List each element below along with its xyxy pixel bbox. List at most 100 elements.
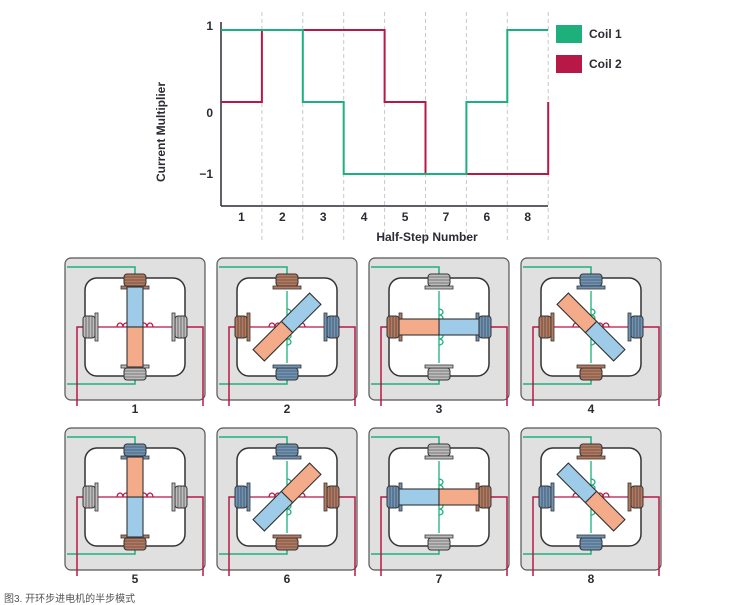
panel-label: 3 [436,402,443,416]
x-tick-label: 5 [402,210,409,224]
pole-face [424,534,454,539]
rotor-south [280,462,322,504]
stator-pole [272,364,302,381]
stator-pole [234,312,251,342]
rotor-north [126,496,144,538]
stator-pole [272,273,302,290]
rotor-magnet [252,462,322,532]
pole-face [424,364,454,369]
motor-panel-3: 3 [368,257,510,416]
pole-face [576,455,606,460]
pole-face [272,285,302,290]
pole-face [272,534,302,539]
x-tick-label: 2 [279,210,286,224]
pole-face [246,482,251,512]
pole-face [323,312,328,342]
pole-face [171,312,176,342]
figure-caption: 图3. 开环步进电机的半步模式 [4,594,136,605]
pole-face [171,482,176,512]
stator-pole [323,312,340,342]
y-tick-label: 0 [206,106,213,120]
stator-pole [171,312,188,342]
pole-face [323,482,328,512]
pole-face [94,482,99,512]
rotor-magnet [398,318,480,336]
stator-pole [576,273,606,290]
rotor-south [438,488,480,506]
rotor-magnet [398,488,480,506]
panel-label: 1 [132,402,139,416]
x-tick-label: 1 [238,210,245,224]
coil1-trace [221,29,549,175]
motor-panel-5: 5 [64,427,206,586]
legend-swatch [556,25,582,43]
panel-label: 8 [588,572,595,586]
pole-face [576,534,606,539]
pole-face [424,455,454,460]
rotor-magnet [126,456,144,538]
panel-label: 5 [132,572,139,586]
coil-traces [221,29,550,175]
panel-label: 6 [284,572,291,586]
motor-panel-8: 8 [520,427,662,586]
stator-pole [424,443,454,460]
stator-pole [272,443,302,460]
stator-pole [576,443,606,460]
y-tick-label: −1 [199,167,213,181]
pole-face [272,455,302,460]
motor-panel-4: 4 [520,257,662,416]
stator-pole [120,364,150,381]
pole-face [627,312,632,342]
stator-pole [234,482,251,512]
rotor-north [398,488,440,506]
x-tick-label: 3 [320,210,327,224]
stator-pole [576,534,606,551]
rotor-south [584,490,626,532]
x-tick-label: 7 [443,210,450,224]
stator-pole [424,273,454,290]
panel-label: 7 [436,572,443,586]
stator-pole [82,482,99,512]
rotor-magnet [556,292,626,362]
panel-label: 4 [588,402,595,416]
stator-pole [171,482,188,512]
panel-label: 2 [284,402,291,416]
stator-pole [538,482,555,512]
x-tick-label: 6 [484,210,491,224]
stator-pole [576,364,606,381]
y-axis-label: Current Multiplier [154,82,168,182]
rotor-magnet [556,462,626,532]
pole-face [576,285,606,290]
motor-panels: 1 2 3 4 5 6 7 8 [64,257,662,586]
rotor-south [252,320,294,362]
stator-pole [323,482,340,512]
grid-lines [261,12,549,242]
pole-face [627,482,632,512]
pole-face [576,364,606,369]
stator-pole [424,534,454,551]
stator-pole [627,312,644,342]
stator-pole [538,312,555,342]
stator-pole [272,534,302,551]
pole-face [246,312,251,342]
x-axis-label: Half-Step Number [376,230,478,244]
rotor-south [556,292,598,334]
stator-pole [82,312,99,342]
y-tick-labels: 10−1 [199,19,213,181]
rotor-magnet [252,292,322,362]
motor-panel-2: 2 [216,257,358,416]
rotor-south [126,456,144,498]
motor-panel-6: 6 [216,427,358,586]
legend-swatch [556,55,582,73]
pole-face [550,482,555,512]
legend-label: Coil 2 [589,57,622,71]
pole-face [424,285,454,290]
pole-face [272,364,302,369]
stator-pole [424,364,454,381]
motor-panel-1: 1 [64,257,206,416]
rotor-north [126,286,144,328]
rotor-north [438,318,480,336]
